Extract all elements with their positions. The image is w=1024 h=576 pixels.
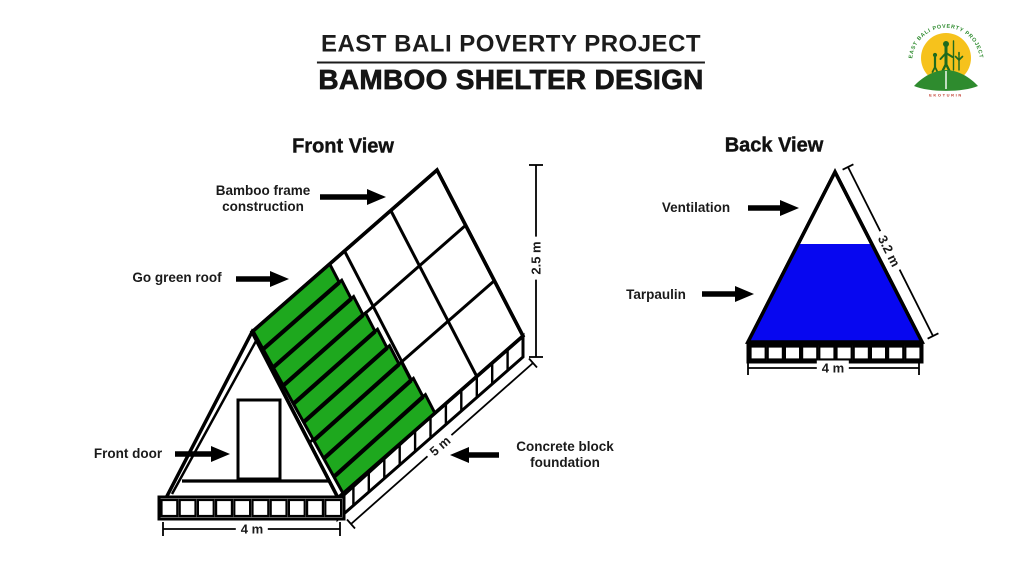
- back-triangle-outline: [745, 168, 925, 344]
- concrete-block-label-line2: foundation: [530, 455, 600, 470]
- front-view-heading: Front View: [292, 135, 394, 158]
- front-door-label: Front door: [93, 446, 163, 462]
- ventilation-arrow: [748, 200, 799, 216]
- back-foundation: [746, 342, 924, 364]
- front-door-arrow: [175, 446, 230, 462]
- tarpaulin-fill: [750, 244, 920, 341]
- bamboo-frame-label: Bamboo frame construction: [216, 183, 311, 215]
- tarpaulin-label: Tarpaulin: [626, 287, 686, 303]
- front-view-drawing: [157, 164, 543, 536]
- front-width-dim-label: 4 m: [235, 521, 269, 537]
- concrete-block-label: Concrete block foundation: [516, 439, 614, 471]
- green-roof-shingle-lines: [261, 280, 425, 479]
- ebpp-logo: EAST BALI POVERTY PROJECT EKOTURIN: [908, 24, 983, 98]
- tarpaulin-arrow: [702, 286, 754, 302]
- concrete-block-label-line1: Concrete block: [516, 439, 614, 455]
- back-view-heading: Back View: [724, 134, 824, 157]
- front-door-rect: [236, 398, 282, 481]
- back-width-dim-label: 4 m: [816, 360, 850, 376]
- bamboo-frame-arrow: [320, 189, 386, 205]
- height-dim-label: 2.5 m: [528, 236, 544, 280]
- front-foundation: [157, 495, 346, 521]
- callout-arrows: [175, 189, 799, 463]
- bamboo-frame-label-line2: construction: [222, 199, 304, 214]
- concrete-block-arrow: [450, 447, 499, 463]
- page-subtitle: BAMBOO SHELTER DESIGN: [318, 64, 704, 96]
- back-view-drawing: [745, 163, 939, 375]
- bamboo-frame-label-line1: Bamboo frame: [215, 183, 311, 199]
- ventilation-label: Ventilation: [661, 200, 731, 216]
- page-title: EAST BALI POVERTY PROJECT: [316, 31, 706, 64]
- go-green-roof-label: Go green roof: [132, 270, 222, 286]
- gable-inner-edge: [170, 340, 258, 495]
- logo-subtext: EKOTURIN: [929, 93, 963, 98]
- go-green-roof-arrow: [236, 271, 289, 287]
